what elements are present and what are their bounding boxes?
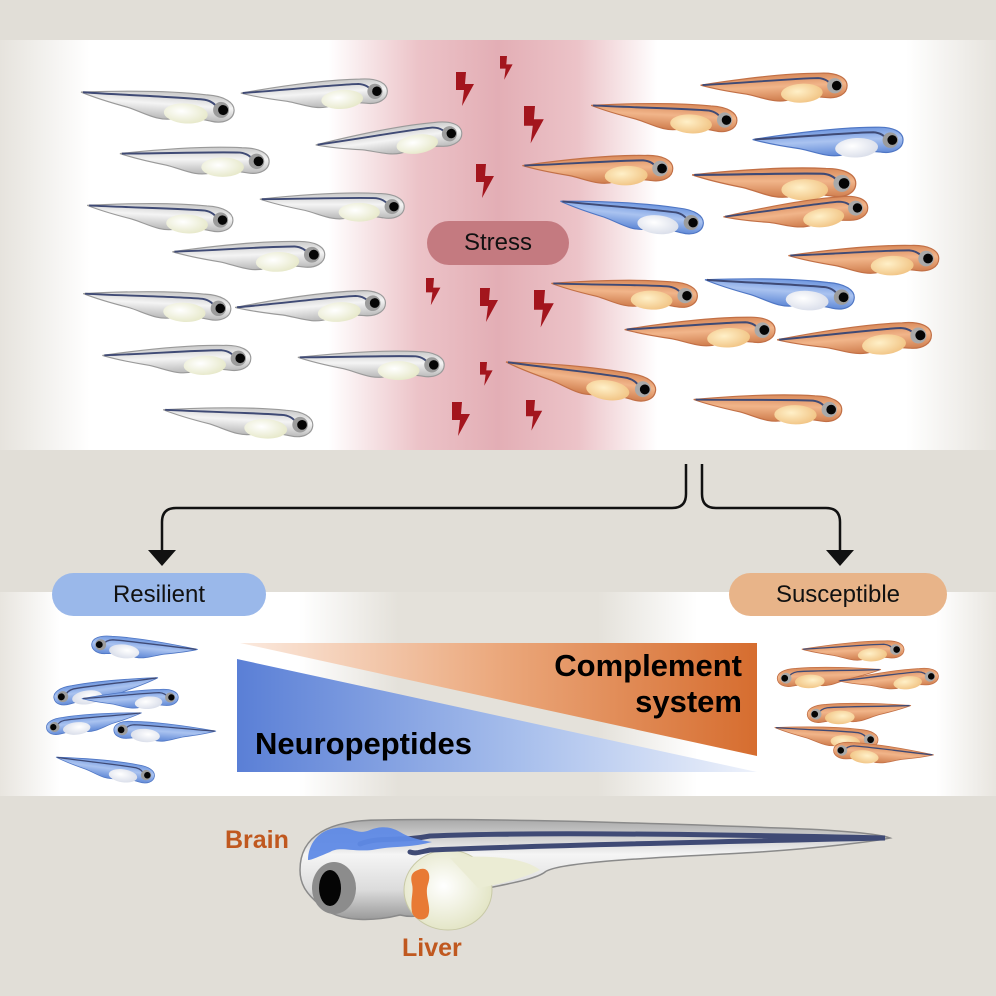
- larva-orange: [505, 361, 657, 402]
- resilient-larva: [81, 688, 179, 710]
- larva-orange: [551, 279, 698, 310]
- complement-wedge: [240, 643, 757, 756]
- arrow-to-resilient: [160, 464, 688, 552]
- larva-orange: [590, 102, 738, 134]
- larva-blue: [560, 200, 704, 235]
- susceptible-label-text: Susceptible: [775, 580, 901, 608]
- larva-anatomy: [299, 818, 893, 931]
- larva-gray: [234, 290, 386, 322]
- resilient-larva: [113, 720, 217, 743]
- neuropeptides-wedge: [237, 659, 757, 772]
- lightning-bolt-icon: [480, 362, 493, 386]
- larva-gray: [119, 146, 270, 177]
- susceptible-larva: [776, 666, 882, 689]
- larva-gray: [259, 192, 405, 222]
- arrowhead-resilient: [148, 550, 176, 566]
- complement-label-line2: system: [635, 684, 742, 719]
- lightning-bolt-icon: [426, 278, 441, 306]
- split-arrows: [160, 464, 842, 552]
- resilient-larva: [91, 635, 198, 659]
- larva-orange: [788, 244, 940, 276]
- complement-label-line1: Complement: [554, 648, 742, 683]
- complement-system-label: Complement system: [554, 648, 742, 720]
- susceptible-larva: [806, 702, 912, 725]
- lightning-bolt-icon: [476, 164, 494, 198]
- larva-orange: [693, 394, 843, 425]
- stress-label: Stress: [427, 221, 569, 265]
- susceptible-label: Susceptible: [729, 573, 947, 616]
- arrowhead-susceptible: [826, 550, 854, 566]
- larva-notochord: [357, 831, 886, 856]
- larva-gray: [297, 350, 445, 381]
- lightning-bolt-icon: [480, 288, 498, 322]
- top-fish-group: [80, 72, 940, 439]
- liver-label: Liver: [402, 934, 462, 962]
- resilient-larva: [46, 712, 142, 735]
- larva-gray: [240, 78, 388, 109]
- lightning-bolt-icon: [456, 72, 474, 106]
- susceptible-larva: [801, 640, 905, 662]
- lightning-bolts: [426, 56, 554, 436]
- bottom-fish-group: [46, 635, 939, 784]
- larva-gray: [172, 240, 326, 272]
- larva-orange: [522, 154, 674, 186]
- resilient-larva: [55, 756, 155, 784]
- larva-yolk-extension: [450, 856, 540, 888]
- resilient-larva: [53, 677, 159, 706]
- larva-orange: [777, 321, 932, 355]
- larva-orange: [624, 316, 776, 348]
- arrow-to-susceptible: [700, 464, 842, 552]
- larva-orange: [723, 195, 869, 228]
- larva-gray: [86, 202, 234, 234]
- larva-blue: [704, 278, 855, 311]
- lightning-bolt-icon: [524, 106, 544, 144]
- susceptible-larva: [833, 741, 934, 764]
- liver-region: [411, 868, 430, 920]
- lightning-bolt-icon: [500, 56, 513, 80]
- larva-gray: [102, 344, 252, 375]
- larva-orange: [700, 72, 848, 103]
- brain-region: [308, 827, 432, 860]
- resilient-label: Resilient: [52, 573, 266, 616]
- resilient-label-text: Resilient: [112, 580, 206, 608]
- larva-eye: [319, 870, 341, 906]
- brain-label: Brain: [225, 826, 289, 854]
- neuropeptides-label: Neuropeptides: [255, 726, 473, 761]
- stress-label-text: Stress: [463, 229, 532, 256]
- larva-gray: [80, 90, 235, 124]
- susceptible-larva: [838, 667, 939, 690]
- lightning-bolt-icon: [534, 290, 554, 328]
- lightning-bolt-icon: [452, 402, 470, 436]
- larva-blue: [752, 126, 904, 158]
- larva-gray: [163, 407, 314, 439]
- lightning-bolt-icon: [526, 400, 543, 431]
- larva-gray: [83, 291, 232, 323]
- larva-gray: [315, 121, 463, 155]
